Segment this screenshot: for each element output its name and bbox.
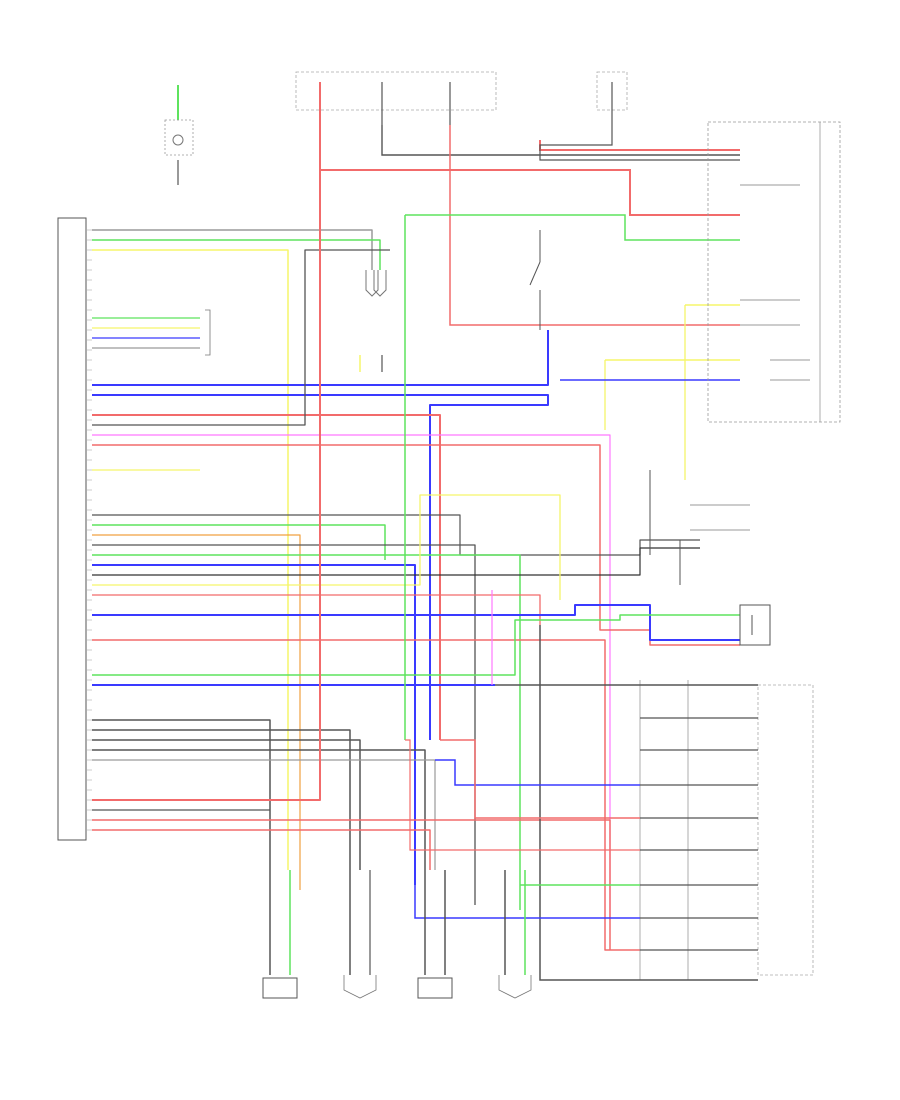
top-left-sensor xyxy=(164,85,194,185)
wire-red-7 xyxy=(92,829,431,870)
left-rear-wheel-sensor xyxy=(343,870,377,999)
wire-dark-6 xyxy=(92,739,361,870)
wire-green-4 xyxy=(92,614,740,676)
wire-red-6 xyxy=(92,819,611,950)
module-pin-ticks xyxy=(86,229,92,831)
hydraulic-unit-block xyxy=(405,625,814,981)
abs-control-module xyxy=(57,217,211,841)
wire-red-1 xyxy=(92,414,441,740)
wire-yellow-3 xyxy=(92,494,561,600)
wire-gray-top xyxy=(92,229,373,270)
right-front-wheel-sensor xyxy=(417,870,453,999)
wire-red-4 xyxy=(92,639,640,951)
wire-blue-3 xyxy=(92,564,416,885)
wire-red-2 xyxy=(92,444,740,646)
wheel-sensors xyxy=(262,870,532,999)
right-rear-wheel-sensor xyxy=(498,870,532,999)
feed-red-2 xyxy=(449,125,740,326)
wire-blue-2 xyxy=(92,394,549,740)
power-feeds xyxy=(319,125,740,740)
wire-black-3 xyxy=(92,547,700,576)
wire-pink-1 xyxy=(92,434,611,920)
relay-box xyxy=(707,121,841,423)
wire-green-2 xyxy=(92,524,386,560)
wire-yellow-top xyxy=(92,249,289,870)
abs-lamp-connector xyxy=(359,270,387,372)
fuse-block-top xyxy=(295,71,628,140)
wire-red-5 xyxy=(92,130,321,801)
wire-green-top xyxy=(92,239,381,270)
wire-blue-4 xyxy=(92,604,740,641)
feed-red-main xyxy=(319,135,740,216)
stoplight-switch xyxy=(649,470,750,585)
wire-dark-4 xyxy=(92,719,271,870)
wire-dark-5 xyxy=(92,729,351,870)
wire-dark-3 xyxy=(92,544,476,905)
wire-gray-5 xyxy=(92,759,436,870)
feed-green xyxy=(405,214,740,241)
wire-red-3 xyxy=(92,594,541,625)
wire-dark-1 xyxy=(92,249,390,426)
feed-dark-2 xyxy=(539,140,740,161)
left-front-wheel-sensor xyxy=(262,870,298,999)
feed-dark-main xyxy=(381,125,740,156)
wire-orange xyxy=(92,534,301,890)
g-sensor xyxy=(739,604,771,646)
brake-switch xyxy=(529,230,549,380)
wire-green-3 xyxy=(92,554,521,910)
module-wires xyxy=(92,130,740,951)
